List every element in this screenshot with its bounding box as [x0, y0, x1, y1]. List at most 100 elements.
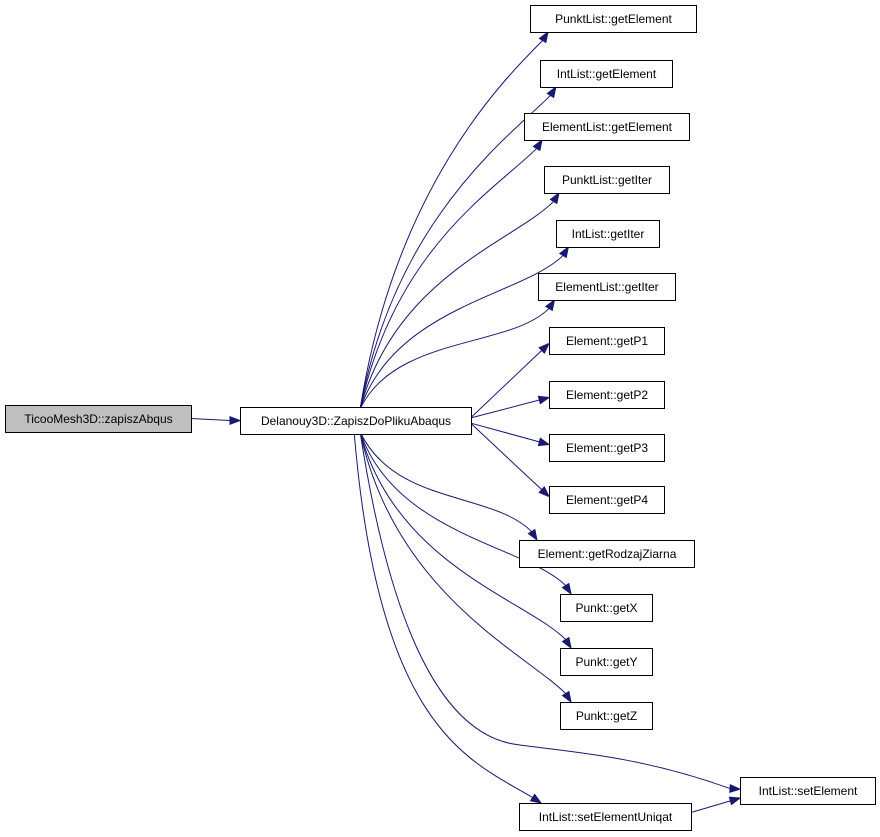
arrowhead [549, 191, 560, 205]
edge-line [359, 95, 551, 410]
edge-line [359, 431, 532, 532]
node-n9[interactable]: Element::getP3 [549, 434, 665, 462]
node-n16[interactable]: IntList::setElementUniqat [519, 803, 692, 831]
arrowhead [728, 796, 742, 806]
node-box[interactable] [556, 220, 660, 248]
node-n6[interactable]: ElementList::getIter [538, 273, 676, 301]
node-label: Delanouy3D::ZapiszDoPlikuAbaqus [261, 414, 451, 428]
node-label: Element::getP3 [566, 441, 648, 455]
node-n14[interactable]: Punkt::getZ [560, 702, 653, 730]
node-n5[interactable]: IntList::getIter [556, 220, 660, 248]
node-n13[interactable]: Punkt::getY [560, 648, 653, 676]
edge-line [470, 422, 540, 443]
edge-line [359, 431, 567, 586]
node-label: PunktList::getElement [555, 12, 672, 26]
arrowhead [538, 342, 551, 355]
arrowhead [537, 437, 551, 447]
node-label: IntList::setElementUniqat [539, 810, 673, 824]
edge-line [359, 148, 537, 410]
edge-main-n6 [359, 298, 556, 410]
node-n1[interactable]: PunktList::getElement [530, 5, 697, 33]
node-n12[interactable]: Punkt::getX [560, 594, 653, 622]
node-box[interactable] [560, 648, 653, 676]
node-box[interactable] [549, 327, 665, 355]
edge-main-n12 [359, 431, 572, 596]
node-box[interactable] [538, 273, 676, 301]
arrowhead [532, 138, 543, 152]
node-label: Element::getP1 [566, 334, 648, 348]
edges-layer [190, 30, 742, 813]
node-box[interactable] [5, 405, 192, 433]
arrowhead [558, 245, 570, 259]
node-n11[interactable]: Element::getRodzajZiarna [519, 540, 695, 568]
arrowhead [538, 30, 549, 44]
node-n8[interactable]: Element::getP2 [549, 381, 665, 409]
edge-main-n15 [359, 431, 742, 794]
edge-line [359, 40, 543, 410]
edge-line [190, 418, 231, 421]
node-box[interactable] [519, 803, 692, 831]
edge-main-n9 [470, 422, 551, 447]
arrowhead [544, 298, 556, 312]
arrowhead [538, 486, 551, 498]
node-box[interactable] [240, 407, 472, 435]
arrowhead [561, 582, 572, 596]
node-box[interactable] [560, 594, 653, 622]
node-box[interactable] [549, 381, 665, 409]
node-box[interactable] [560, 702, 653, 730]
arrowhead [537, 395, 551, 405]
edge-line [359, 431, 567, 694]
node-box[interactable] [549, 486, 665, 514]
node-box[interactable] [544, 166, 670, 194]
edge-main-n3 [359, 138, 543, 410]
edge-line [359, 308, 550, 410]
edge-line [470, 350, 543, 418]
node-label: PunktList::getIter [562, 173, 652, 187]
node-box[interactable] [519, 540, 695, 568]
arrowhead [561, 690, 572, 704]
edge-main-n13 [359, 431, 572, 650]
node-label: Element::getRodzajZiarna [538, 547, 677, 561]
arrowhead [529, 793, 543, 804]
edge-line [690, 800, 731, 813]
node-label: Element::getP4 [566, 493, 648, 507]
node-root[interactable]: TicooMesh3D::zapiszAbqus [5, 405, 192, 433]
node-label: Element::getP2 [566, 388, 648, 402]
edge-main-n8 [470, 395, 551, 419]
node-box[interactable] [530, 5, 697, 33]
edge-line [359, 255, 564, 410]
node-n2[interactable]: IntList::getElement [540, 60, 673, 88]
node-main[interactable]: Delanouy3D::ZapiszDoPlikuAbaqus [240, 407, 472, 435]
edge-main-n11 [359, 431, 538, 542]
node-n15[interactable]: IntList::setElement [740, 777, 876, 805]
edge-main-n10 [470, 423, 551, 498]
edge-line [470, 399, 540, 419]
node-box[interactable] [524, 113, 690, 141]
edge-main-n1 [359, 30, 549, 410]
edge-line [359, 431, 567, 640]
node-box[interactable] [549, 434, 665, 462]
edge-main-n16 [353, 431, 543, 804]
edge-main-n4 [359, 191, 560, 410]
node-label: TicooMesh3D::zapiszAbqus [24, 412, 172, 426]
arrowhead [527, 528, 538, 542]
node-box[interactable] [740, 777, 876, 805]
node-n10[interactable]: Element::getP4 [549, 486, 665, 514]
node-n7[interactable]: Element::getP1 [549, 327, 665, 355]
node-n3[interactable]: ElementList::getElement [524, 113, 690, 141]
arrowhead [729, 784, 742, 794]
node-label: IntList::getElement [557, 67, 657, 81]
node-label: IntList::setElement [759, 784, 858, 798]
node-n4[interactable]: PunktList::getIter [544, 166, 670, 194]
edge-n16-n15 [690, 796, 742, 813]
edge-main-n14 [359, 431, 572, 704]
edge-root-main [190, 415, 242, 426]
edge-line [470, 423, 543, 491]
edge-main-n5 [359, 245, 570, 410]
edge-line [359, 201, 554, 410]
node-label: IntList::getIter [572, 227, 645, 241]
node-box[interactable] [540, 60, 673, 88]
node-label: Punkt::getZ [576, 709, 637, 723]
arrowhead [229, 415, 242, 426]
